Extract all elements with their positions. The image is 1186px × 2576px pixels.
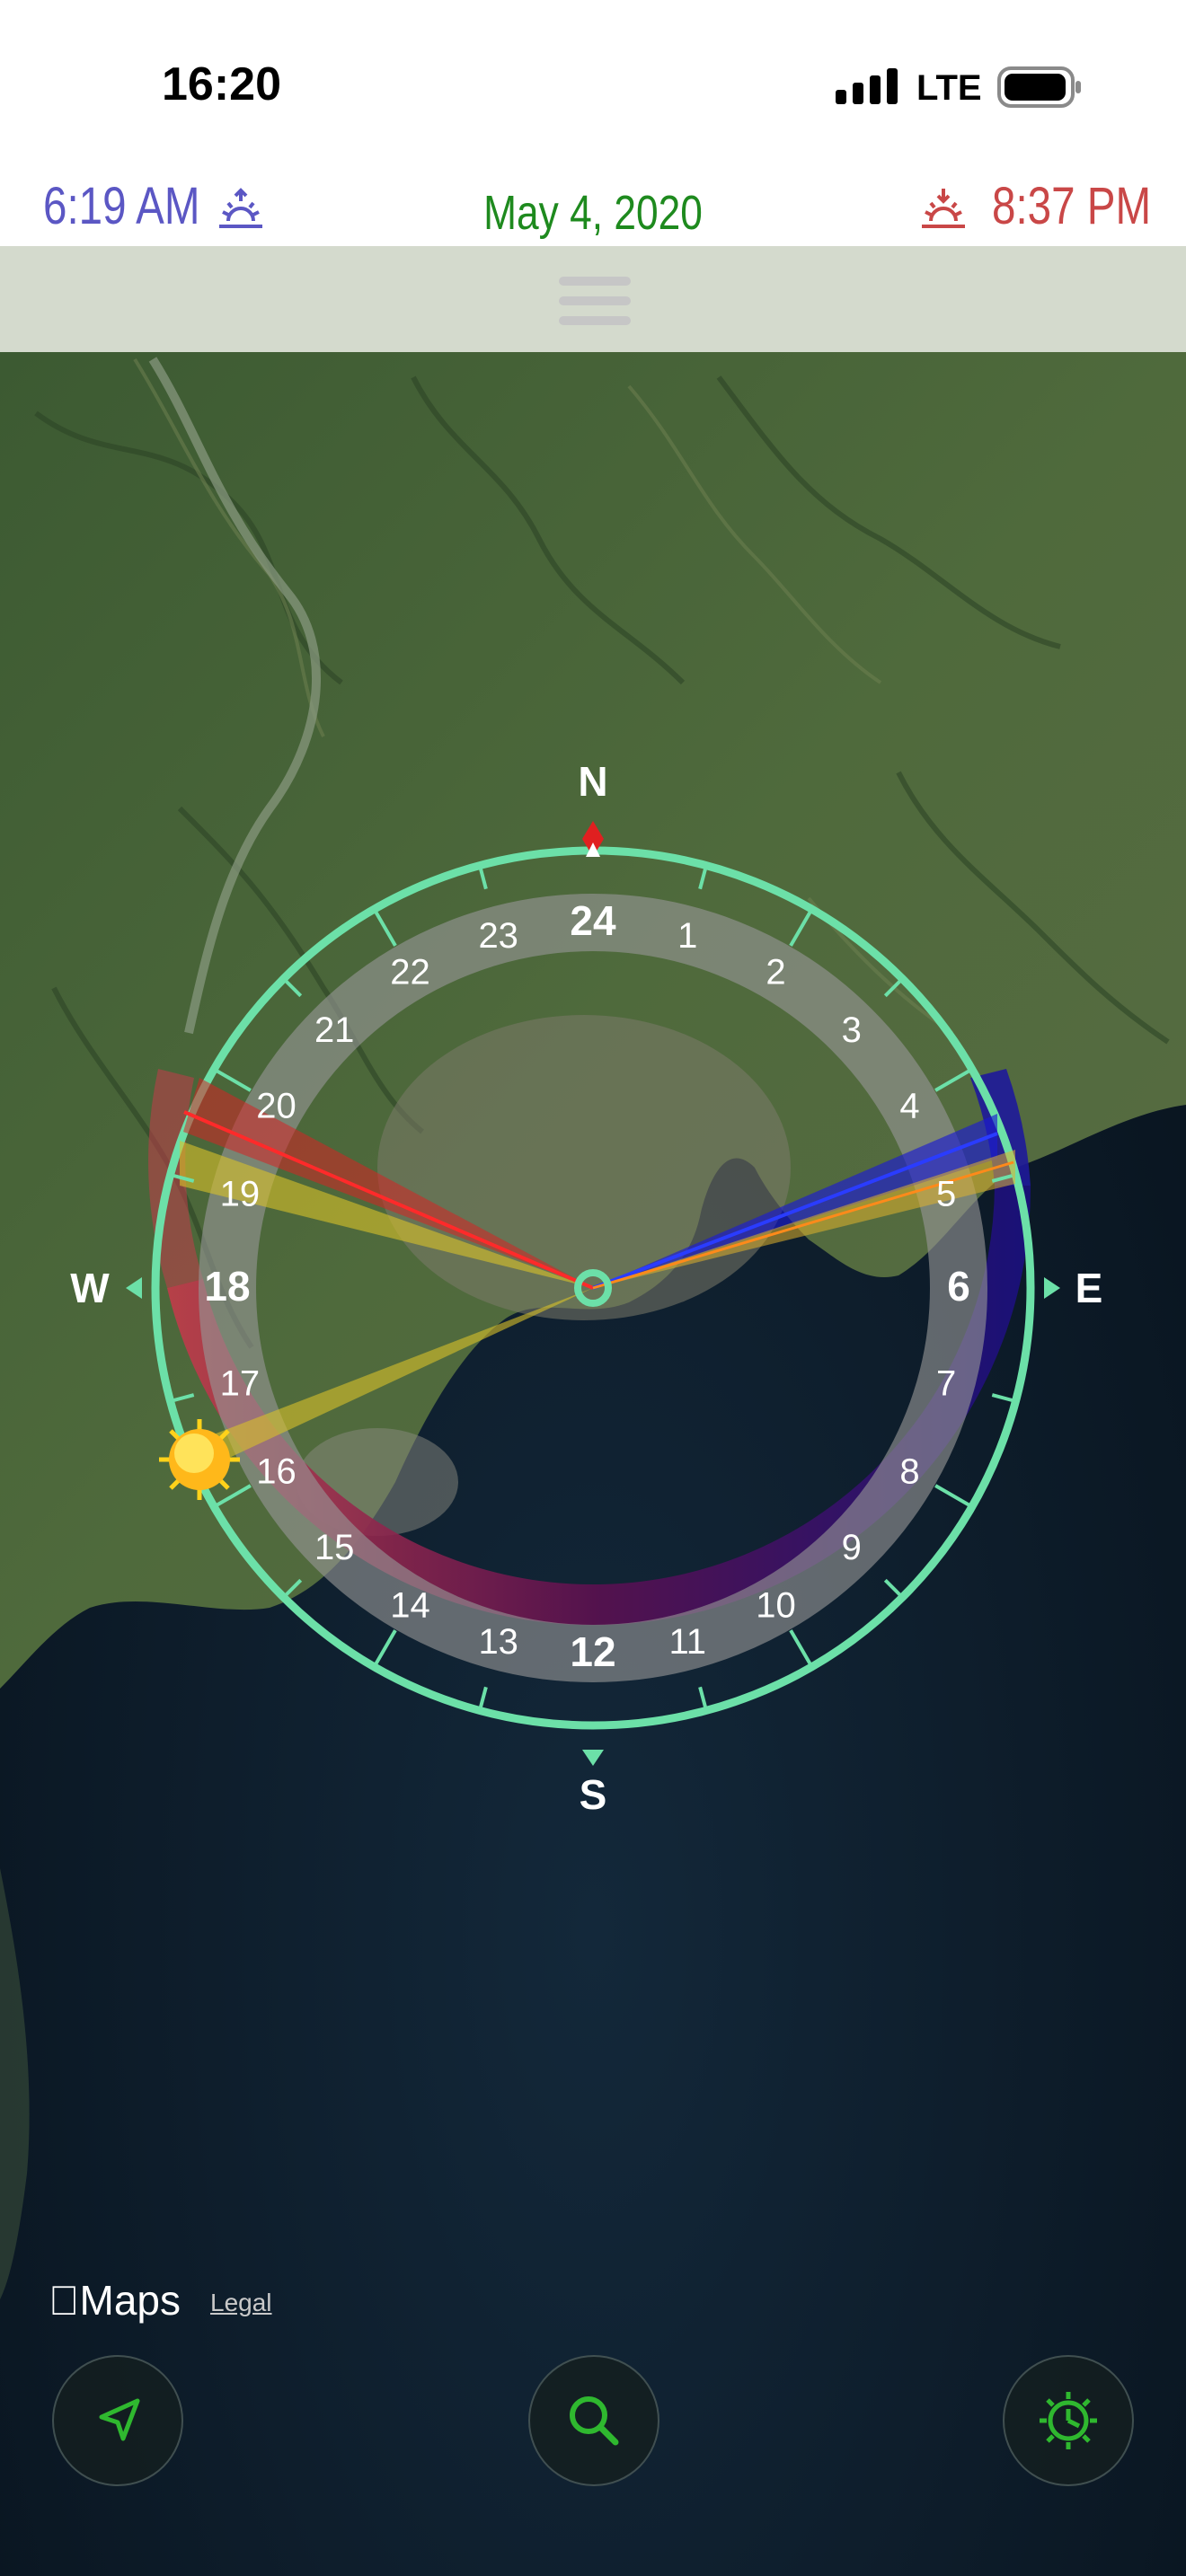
status-bar <box>0 0 1186 171</box>
legal-link[interactable]: Legal <box>210 2289 272 2316</box>
compass-tick <box>991 1174 1013 1183</box>
compass-tick <box>173 1174 195 1183</box>
hour-label-22: 22 <box>390 953 430 992</box>
compass-tick <box>883 1578 901 1596</box>
compass-tick <box>698 1686 707 1708</box>
cardinal-east: E <box>1075 1265 1103 1311</box>
hour-label-21: 21 <box>314 1010 355 1050</box>
compass-tick <box>479 1686 488 1708</box>
sunrise-icon <box>219 188 262 228</box>
compass-tick <box>374 911 397 947</box>
hour-label-13: 13 <box>478 1622 518 1662</box>
compass-tick <box>216 1484 252 1507</box>
cardinal-west: W <box>70 1265 110 1311</box>
hour-label-6: 6 <box>947 1263 970 1310</box>
signal-strength-icon <box>836 68 898 104</box>
hour-label-15: 15 <box>314 1528 355 1567</box>
maps-label: Maps <box>49 2277 181 2324</box>
cardinal-north: N <box>578 758 607 805</box>
compass-tick <box>285 980 303 998</box>
compass-tick <box>991 1393 1013 1402</box>
compass-tick <box>285 1578 303 1596</box>
compass-tick <box>789 911 812 947</box>
location-arrow-icon <box>99 2398 140 2441</box>
hour-label-18: 18 <box>204 1263 250 1310</box>
menu-handle-icon[interactable] <box>559 269 631 332</box>
hour-label-20: 20 <box>256 1087 296 1126</box>
compass-tick <box>216 1069 252 1092</box>
hour-label-9: 9 <box>842 1528 862 1567</box>
hour-label-5: 5 <box>936 1175 956 1214</box>
hour-label-4: 4 <box>899 1087 919 1126</box>
hour-label-24: 24 <box>570 897 616 944</box>
compass-tick <box>789 1629 812 1665</box>
status-time: 16:20 <box>162 58 281 110</box>
compass-tick <box>698 868 707 890</box>
hour-label-23: 23 <box>478 916 518 956</box>
apple-logo-icon:  <box>49 2277 80 2324</box>
sunset-icon <box>922 189 965 228</box>
compass-tick <box>934 1069 970 1092</box>
hour-label-12: 12 <box>570 1628 615 1675</box>
settings-button[interactable] <box>1003 2355 1134 2486</box>
sunset-time[interactable]: 8:37 PM <box>992 177 1152 235</box>
hour-label-2: 2 <box>766 953 785 992</box>
compass-tick <box>883 980 901 998</box>
search-button[interactable] <box>528 2355 659 2486</box>
hour-label-1: 1 <box>677 916 697 956</box>
hour-label-11: 11 <box>669 1622 707 1662</box>
compass-tick <box>934 1484 970 1507</box>
maps-attribution: Maps <box>49 2276 181 2325</box>
hour-label-16: 16 <box>256 1452 296 1492</box>
hour-label-3: 3 <box>842 1010 862 1050</box>
hour-label-14: 14 <box>390 1586 430 1626</box>
compass-tick <box>479 868 488 890</box>
network-type: LTE <box>916 68 982 108</box>
compass-tick <box>374 1629 397 1665</box>
sun-info-bar <box>0 171 1186 246</box>
hour-label-7: 7 <box>936 1363 956 1403</box>
battery-icon <box>997 66 1081 108</box>
hour-label-17: 17 <box>220 1363 261 1403</box>
locate-button[interactable] <box>52 2355 183 2486</box>
sun-clock-settings-icon <box>1040 2392 1097 2449</box>
sunrise-time[interactable]: 6:19 AM <box>43 177 200 235</box>
selected-date[interactable]: May 4, 2020 <box>483 186 703 240</box>
search-icon <box>570 2396 619 2446</box>
hour-label-8: 8 <box>899 1452 919 1492</box>
sun-position-icon <box>159 1419 240 1500</box>
hour-label-19: 19 <box>220 1175 261 1214</box>
compass-tick <box>173 1393 195 1402</box>
cardinal-south: S <box>580 1771 607 1818</box>
hour-label-10: 10 <box>756 1586 796 1626</box>
